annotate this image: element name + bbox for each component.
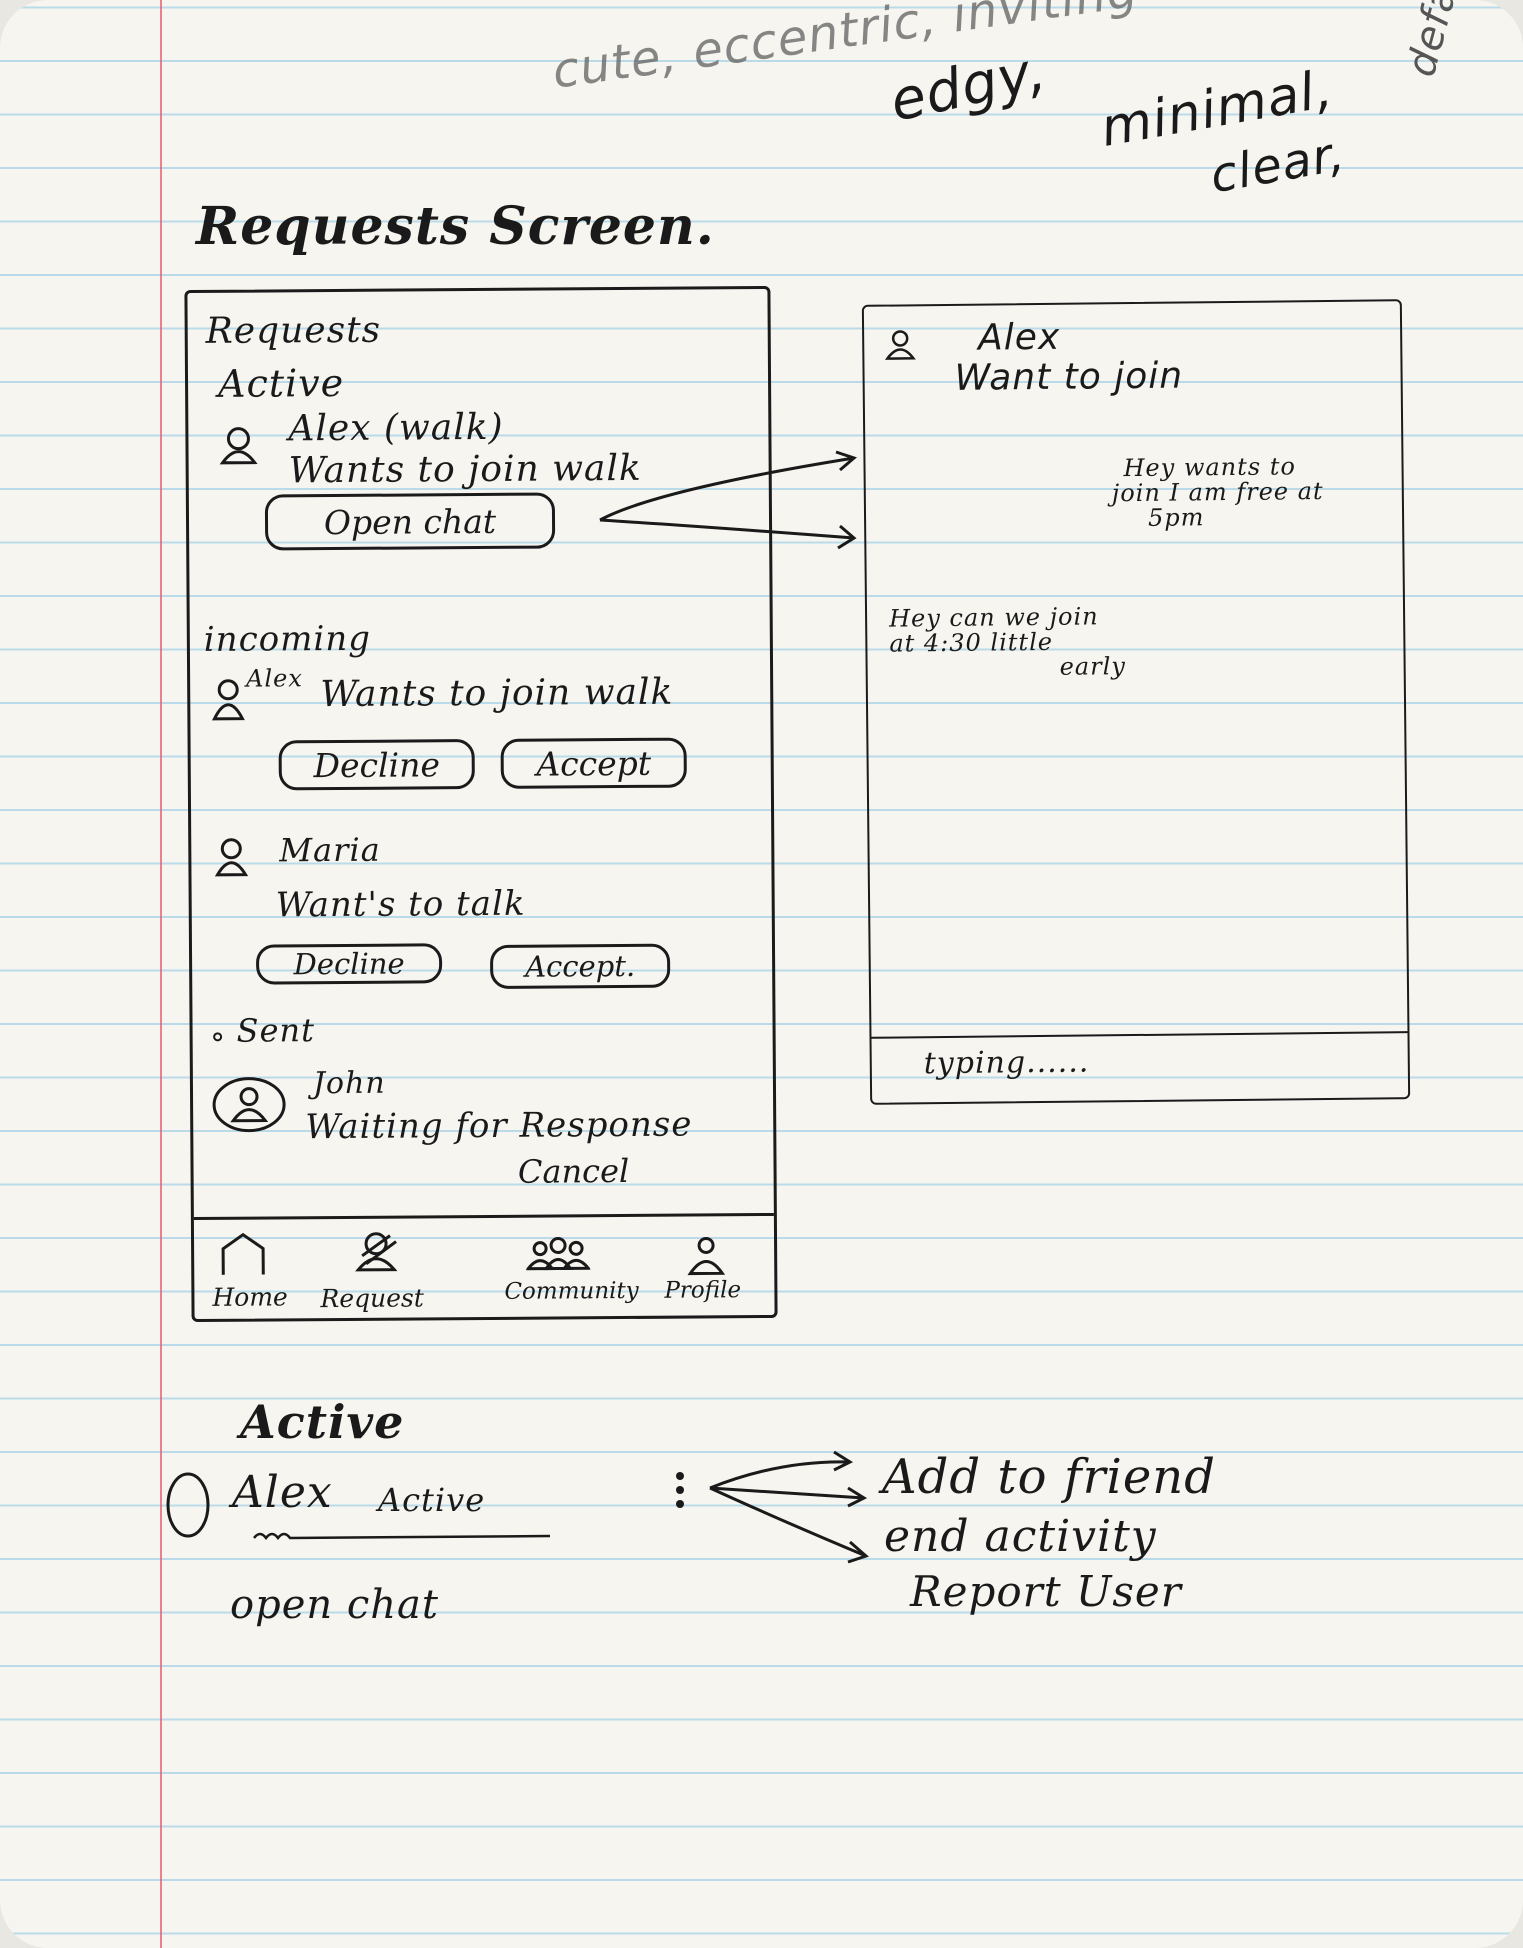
active-request-message: Wants to join walk <box>288 447 642 492</box>
nav-label: Community <box>504 1277 639 1305</box>
nav-item-profile[interactable]: Profile <box>664 1235 765 1316</box>
user-icon <box>213 837 249 881</box>
note-defaults: defaults <box>1398 0 1486 81</box>
page-title: Requests <box>205 309 382 352</box>
section-heading-incoming: incoming <box>203 618 372 660</box>
message-bubble-incoming: Hey can we join at 4:30 little early <box>889 602 1170 682</box>
nav-label: Profile <box>664 1277 742 1304</box>
sent-status: Waiting for Response <box>305 1104 693 1148</box>
community-icon <box>525 1236 592 1274</box>
chat-subtitle: Want to join <box>954 355 1184 399</box>
cancel-button[interactable]: Cancel <box>493 1150 653 1193</box>
incoming-message: Wants to join walk <box>320 671 674 716</box>
message-line: join I am free at <box>1111 477 1324 508</box>
avatar <box>211 1074 287 1139</box>
message-line: early <box>1059 652 1126 682</box>
arrow-icon <box>596 450 866 564</box>
underline <box>250 1526 560 1550</box>
active-request-name: Alex (walk) <box>288 406 504 450</box>
decline-button[interactable]: Decline <box>255 943 443 985</box>
active-heading: Active <box>240 1395 405 1449</box>
menu-item-end-activity[interactable]: end activity <box>884 1511 1157 1562</box>
incoming-name: Alex <box>246 664 303 693</box>
nav-label: Request <box>320 1283 424 1314</box>
nav-item-home[interactable]: Home <box>204 1228 295 1315</box>
active-status: Active <box>378 1481 486 1519</box>
user-icon <box>218 425 258 471</box>
section-heading-sent: Sent <box>236 1011 316 1050</box>
chat-screen-frame: Alex Want to join Hey wants to join I am… <box>861 299 1411 1105</box>
chat-contact-name: Alex <box>977 316 1061 359</box>
accept-button[interactable]: Accept <box>500 737 687 789</box>
menu-item-report-user[interactable]: Report User <box>910 1567 1182 1616</box>
nav-divider <box>193 1212 774 1221</box>
more-options-icon[interactable] <box>672 1470 688 1514</box>
accept-button[interactable]: Accept. <box>489 943 671 989</box>
home-icon <box>218 1232 268 1280</box>
note-clear: clear, <box>1206 125 1350 205</box>
request-icon <box>348 1230 404 1278</box>
input-divider <box>871 1031 1408 1039</box>
decline-button[interactable]: Decline <box>278 739 475 791</box>
menu-item-add-friend[interactable]: Add to friend <box>882 1449 1216 1505</box>
avatar <box>164 1470 212 1544</box>
requests-screen-frame: Requests Active Alex (walk) Wants to joi… <box>184 285 778 1323</box>
faint-note: cute, eccentric, inviting <box>548 0 1142 100</box>
sent-name: John <box>312 1065 386 1102</box>
nav-label: Home <box>212 1282 288 1312</box>
incoming-name: Maria <box>279 830 381 870</box>
profile-icon <box>686 1235 726 1279</box>
nav-item-request[interactable]: Request <box>320 1227 461 1314</box>
nav-item-community[interactable]: Community <box>504 1234 645 1317</box>
margin-line <box>160 0 162 1948</box>
note-edgy: edgy, <box>884 38 1052 135</box>
open-chat-button[interactable]: Open chat <box>264 492 556 551</box>
bullet-dot <box>213 1027 223 1046</box>
sketch-title: Requests Screen. <box>196 196 715 257</box>
message-line: 5pm <box>1147 503 1205 533</box>
user-icon <box>884 328 916 364</box>
active-name: Alex <box>232 1467 333 1518</box>
user-icon <box>210 677 246 725</box>
message-input[interactable]: typing...... <box>923 1044 1090 1082</box>
arrow-icon <box>700 1440 880 1584</box>
section-heading-active: Active <box>217 360 345 406</box>
message-bubble-outgoing: Hey wants to join I am free at 5pm <box>1111 452 1382 532</box>
message-line: at 4:30 little <box>889 628 1054 658</box>
open-chat-link[interactable]: open chat <box>230 1582 439 1628</box>
incoming-message: Want's to talk <box>275 883 526 926</box>
